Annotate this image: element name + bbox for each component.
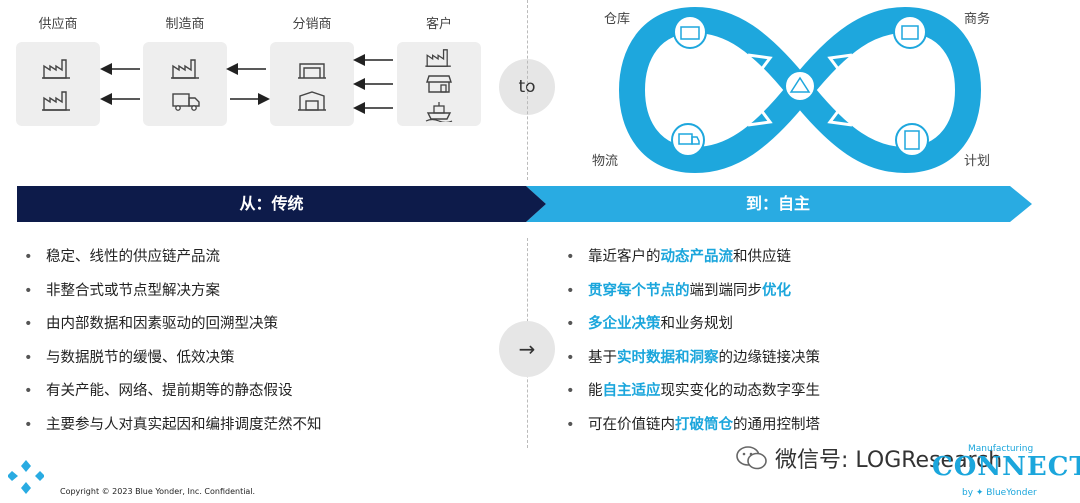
supplier-label: 供应商: [38, 17, 78, 32]
manufacturer-box: [143, 42, 227, 126]
infinity-loop: [619, 7, 981, 173]
traditional-list: •稳定、线性的供应链产品流 •非整合式或节点型解决方案 •由内部数据和因素驱动的…: [24, 241, 322, 442]
copyright-text: Copyright © 2023 Blue Yonder, Inc. Confi…: [60, 487, 256, 496]
wechat-icon: [736, 446, 767, 470]
center-node-icon: [784, 70, 816, 102]
list-item: •能自主适应现实变化的动态数字孪生: [566, 383, 820, 399]
by-blueyonder: by ✦ BlueYonder: [962, 488, 1037, 498]
warehouse-label: 仓库: [604, 12, 631, 27]
ship-icon: [425, 102, 453, 122]
wechat-id: 微信号: LOGResearch: [775, 448, 1003, 473]
list-item: •有关产能、网络、提前期等的静态假设: [24, 383, 293, 399]
customer-label: 客户: [425, 17, 452, 32]
autonomous-list: •靠近客户的动态产品流和供应链 •贯穿每个节点的端到端同步优化 •多企业决策和业…: [566, 241, 820, 442]
logistics-node-icon: [671, 123, 705, 157]
planning-label: 计划: [964, 154, 991, 169]
from-banner: 从：传统: [239, 194, 304, 213]
factory-icon: [171, 59, 199, 79]
list-item: •非整合式或节点型解决方案: [24, 282, 220, 299]
warehouse-node-icon: [673, 15, 707, 49]
factory-icon: [42, 59, 70, 79]
list-item: •多企业决策和业务规划: [566, 316, 733, 332]
planning-node-icon: [895, 123, 929, 157]
to-banner: 到：自主: [745, 194, 810, 213]
distributor-box: [270, 42, 354, 126]
list-item: •靠近客户的动态产品流和供应链: [566, 249, 791, 265]
list-item: •贯穿每个节点的端到端同步优化: [566, 282, 791, 299]
blueyonder-logo-icon: [8, 460, 44, 494]
list-item: •与数据脱节的缓慢、低效决策: [24, 349, 235, 366]
arrow-circle: →: [499, 321, 555, 377]
factory-icon: [42, 91, 70, 111]
flow-arrows: [100, 54, 393, 114]
distributor-label: 分销商: [292, 17, 332, 32]
truck-icon: [172, 93, 200, 111]
list-item: •可在价值链内打破筒仓的通用控制塔: [566, 416, 820, 433]
connect-logo: CONNECT: [932, 452, 1080, 482]
divider-top: [527, 0, 528, 180]
warehouse-icon: [298, 91, 326, 111]
list-item: •由内部数据和因素驱动的回溯型决策: [24, 316, 278, 332]
customer-box: [397, 42, 481, 126]
list-item: •稳定、线性的供应链产品流: [24, 249, 220, 265]
factory-icon: [425, 49, 451, 67]
manufacturer-label: 制造商: [165, 17, 205, 32]
commerce-label: 商务: [964, 12, 991, 27]
manufacturing-text: Manufacturing: [968, 444, 1034, 454]
commerce-node-icon: [893, 15, 927, 49]
logistics-label: 物流: [592, 154, 619, 169]
supplier-box: [16, 42, 100, 126]
wechat-watermark: 微信号: LOGResearch: [735, 442, 1002, 474]
warehouse-icon: [298, 63, 326, 79]
banner-shapes: [17, 186, 1032, 222]
list-item: •主要参与人对真实起因和编排调度茫然不知: [24, 416, 322, 433]
store-icon: [426, 75, 452, 93]
list-item: •基于实时数据和洞察的边缘链接决策: [566, 349, 820, 366]
